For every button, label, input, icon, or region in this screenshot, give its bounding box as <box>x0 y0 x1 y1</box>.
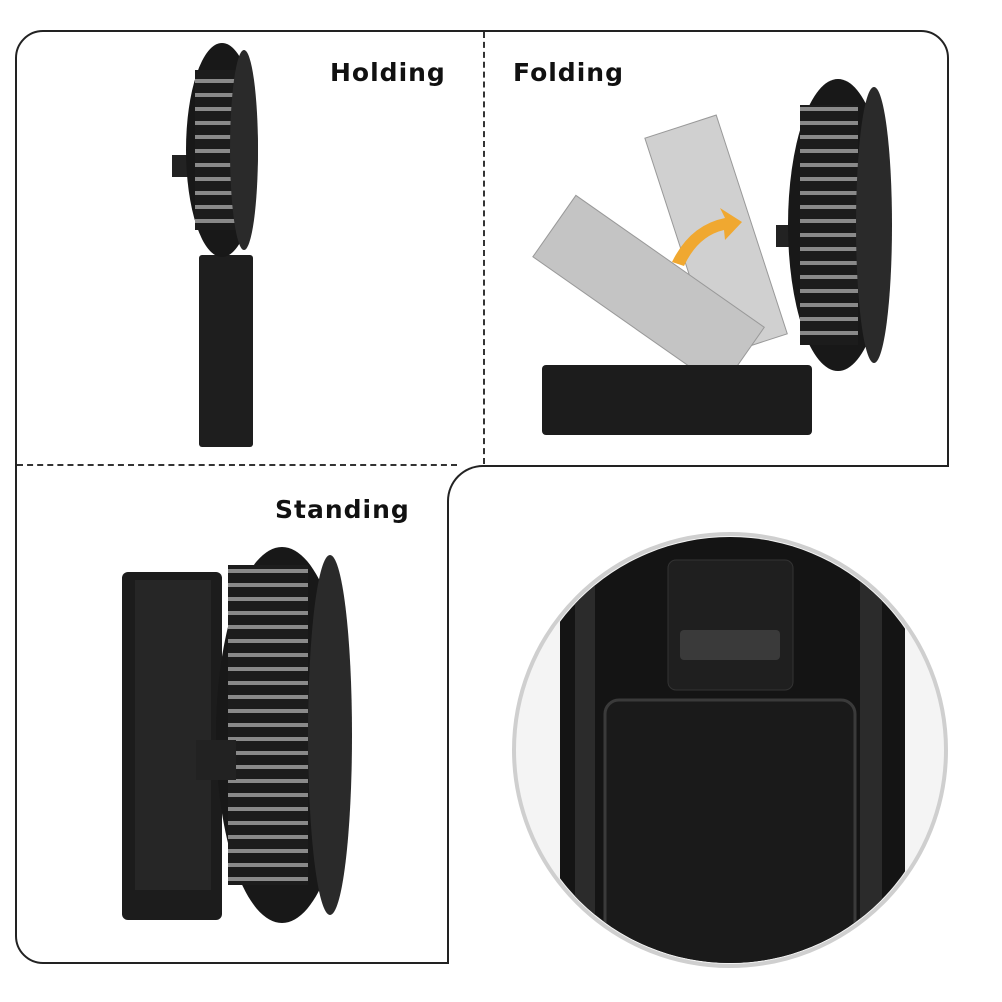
holding-fan-image <box>172 43 258 447</box>
standing-label: Standing <box>275 495 410 524</box>
folding-fan-image <box>532 79 892 435</box>
standing-fan-image <box>122 547 352 923</box>
hinge-closeup-image <box>512 532 948 968</box>
fold-arrow-icon <box>672 208 742 266</box>
divider-vertical <box>483 32 485 464</box>
folding-label: Folding <box>513 58 624 87</box>
divider-horizontal <box>17 464 457 466</box>
holding-label: Holding <box>330 58 446 87</box>
